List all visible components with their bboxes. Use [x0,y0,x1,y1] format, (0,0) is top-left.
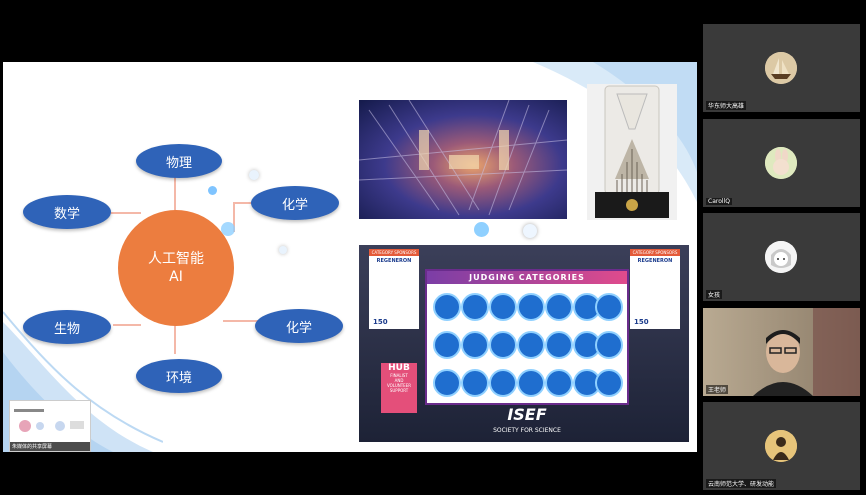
isef-left-banner: CATEGORY SPONSORS REGENERON 150 [369,249,419,329]
participant-name: 女孩 [706,290,723,299]
category-icon [461,331,489,359]
decorative-dot [279,246,287,254]
category-icon [461,369,489,397]
participant-avatar [765,430,797,462]
right-banner-badge: 150 [634,318,649,326]
participant-tile-1[interactable]: 华东师大高雄 [703,24,860,112]
right-banner-title: CATEGORY SPONSORS [630,249,680,256]
category-icon [517,369,545,397]
participant-name: CarollQ [706,198,732,205]
participant-name: 王老师 [706,385,729,394]
participant-tile-5[interactable]: 云南师范大学、研发动能 [703,402,860,490]
connector-line [174,170,176,212]
hub-line1: FINALIST [390,373,408,378]
participant-avatar [765,147,797,179]
isef-right-banner: CATEGORY SPONSORS REGENERON 150 [630,249,680,329]
galton-board-drawing [595,85,669,218]
ship-avatar-icon [765,52,797,84]
center-label: 人工智能 [148,251,204,267]
category-icon [545,369,573,397]
left-banner-sponsor: REGENERON [376,258,412,264]
category-icon [489,369,517,397]
connector-line [233,202,261,204]
hub-line2: AND [394,378,404,383]
center-sublabel: AI [169,269,183,285]
bubble-chemistry-top: 化学 [251,186,339,220]
connector-line [223,320,263,322]
isef-judging-categories-image: CATEGORY SPONSORS REGENERON 150 CATEGORY… [359,245,689,442]
hub-line4: SUPPORT [389,388,409,393]
category-icon [433,331,461,359]
hub-line3: VOLUNTEER [386,383,412,388]
machine-lines [359,100,567,216]
category-icon [433,369,461,397]
left-banner-badge: 150 [373,318,388,326]
bubble-biology: 生物 [23,310,111,344]
participant-name: 云南师范大学、研发动能 [706,479,777,488]
category-icon [595,369,623,397]
bubble-physics: 物理 [136,144,222,178]
participant-tile-2[interactable]: CarollQ [703,119,860,207]
category-icon [595,293,623,321]
connector-line [113,324,141,326]
participant-tile-3[interactable]: 女孩 [703,213,860,301]
category-icon [517,293,545,321]
shared-screen-slide: 人工智能 AI 物理 化学 数学 生物 化学 环境 [3,62,697,452]
participant-avatar [765,241,797,273]
participant-video-feed [753,308,860,396]
category-icon [489,293,517,321]
left-banner-title: CATEGORY SPONSORS [369,249,419,256]
judging-title: JUDGING CATEGORIES [427,271,627,284]
mini-shared-window[interactable]: 朱媒体的共享屏幕 [9,400,91,452]
category-icon [545,331,573,359]
mini-thumbnail [14,409,84,432]
decorative-dot [249,170,259,180]
category-icon [595,331,623,359]
connector-line [174,324,176,354]
figure-avatar-icon [765,430,797,462]
connector-line [233,202,235,232]
participant-tile-4-video[interactable]: 王老师 [703,308,860,396]
decorative-dot [221,222,235,236]
galton-board-image [587,84,677,220]
participant-name: 华东师大高雄 [706,101,747,110]
decorative-dot [523,224,537,238]
judging-board: JUDGING CATEGORIES [425,269,629,405]
quantum-computer-image [359,100,567,219]
anime-avatar-icon [765,241,797,273]
ai-center-circle: 人工智能 AI [118,210,234,326]
bubble-chemistry-bottom: 化学 [255,309,343,343]
category-icon [461,293,489,321]
category-icon [517,331,545,359]
isef-logo: ISEF [507,405,547,424]
hub-sign: HUB FINALIST AND VOLUNTEER SUPPORT [381,363,417,413]
bubble-environment: 环境 [136,359,222,393]
category-icon [489,331,517,359]
bunny-avatar-icon [765,147,797,179]
category-icon [545,293,573,321]
category-icon [433,293,461,321]
decorative-dot [208,186,217,195]
right-banner-sponsor: REGENERON [637,258,673,264]
hub-title: HUB [388,363,410,373]
participant-avatar [765,52,797,84]
isef-subtitle: SOCIETY FOR SCIENCE [493,427,561,434]
mini-caption: 朱媒体的共享屏幕 [10,442,90,451]
bubble-math: 数学 [23,195,111,229]
decorative-dot [474,222,489,237]
connector-line [111,212,141,214]
